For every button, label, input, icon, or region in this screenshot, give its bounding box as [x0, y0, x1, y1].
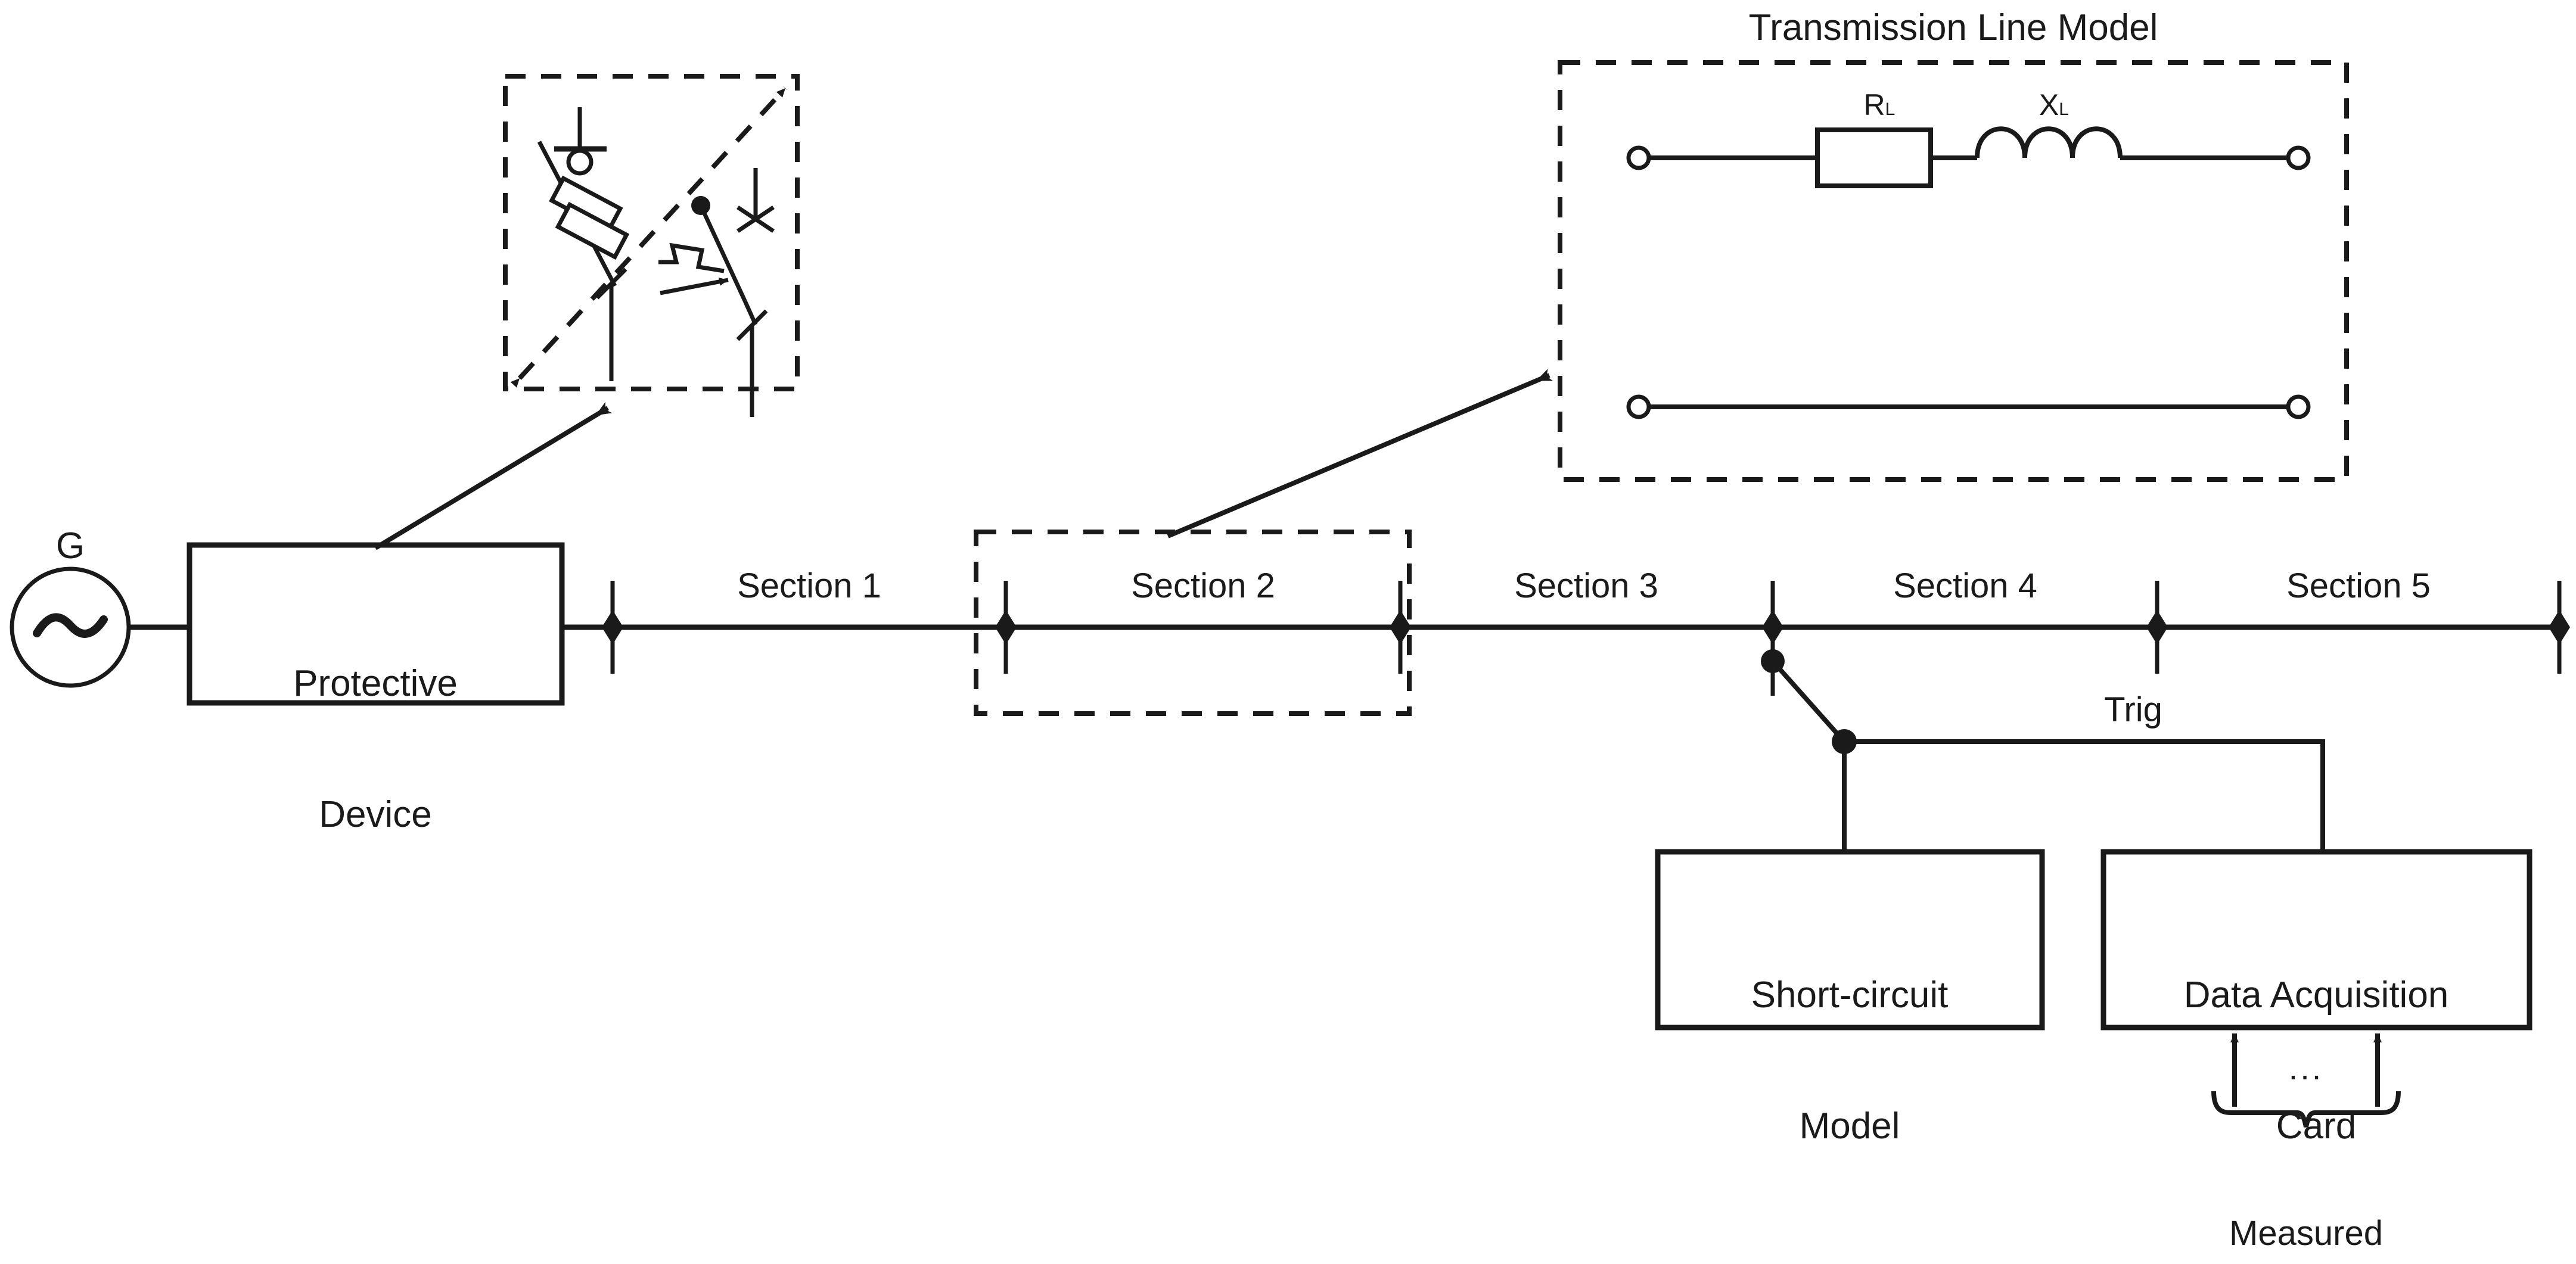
trig-wire-shape [1844, 739, 2325, 852]
measured-signal-arrows-shape [2230, 1033, 2382, 1107]
fault-switch-shape [1761, 627, 1857, 852]
section2-dashed-box-shape [974, 530, 1412, 716]
data-acquisition-card-box[interactable] [2103, 852, 2530, 1028]
data-acquisition-card-box-shape [2100, 849, 2533, 1030]
callout-arrow-protective-shape [374, 401, 613, 550]
section-label-5: Section 5 [2286, 566, 2431, 605]
tlm-top-conductor-shape [1626, 126, 2311, 188]
protective-device-box-shape [187, 542, 565, 706]
detail-divider-arrow-shape [510, 86, 787, 388]
short-circuit-model-box[interactable] [1658, 852, 2042, 1028]
ac-source-icon [12, 569, 129, 686]
fault-switch[interactable] [1728, 643, 1883, 774]
fuse-symbol-shape [537, 107, 630, 381]
inductor-label: XL [2039, 88, 2069, 122]
circuit-breaker-symbol-shape [658, 168, 775, 417]
transmission-line-model-box [1560, 63, 2347, 480]
measured-signals-ellipsis: ... [2288, 1049, 2324, 1086]
short-circuit-model-box-shape [1655, 849, 2045, 1030]
bus-node-dots [602, 610, 2570, 645]
callout-arrow-tlm-shape [1167, 369, 1553, 538]
resistor-label: RL [1863, 88, 1896, 122]
section-label-1: Section 1 [737, 566, 881, 605]
trig-label: Trig [2104, 690, 2162, 729]
tlm-dashed-box-shape [1558, 60, 2349, 482]
source-label: G [55, 525, 85, 566]
protective-device-box[interactable] [189, 545, 562, 703]
short-circuit-model-label: Short-circuit Model [1751, 975, 1949, 1147]
section2-dashed-box [976, 532, 1409, 714]
tlm-bottom-conductor-shape [1626, 394, 2311, 419]
protective-detail-dashed-box [505, 76, 797, 389]
protective-detail-dashed-box-shape [503, 74, 800, 391]
transmission-line-model-title: Transmission Line Model [1748, 7, 2158, 48]
section-label-3: Section 3 [1514, 566, 1658, 605]
data-acquisition-card-label: Data Acquisition Card [2183, 975, 2449, 1147]
section-label-2: Section 2 [1131, 566, 1275, 605]
measured-signals-label: Measured signals [2229, 1213, 2383, 1253]
measured-signals-brace-shape [2211, 1091, 2401, 1128]
protective-device-label: Protective Device [293, 663, 458, 835]
section-label-4: Section 4 [1893, 566, 2037, 605]
